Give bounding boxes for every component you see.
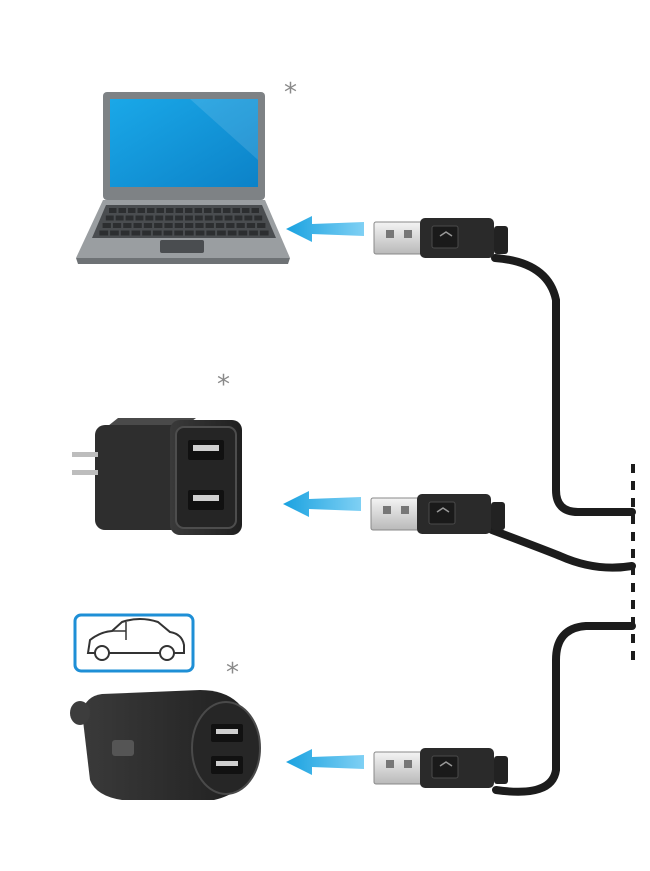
keyboard-key xyxy=(194,215,203,221)
keyboard-key xyxy=(236,223,245,228)
keyboard-key xyxy=(195,223,204,228)
keyboard-key xyxy=(195,230,205,236)
arrow-to-car-charger xyxy=(286,749,364,775)
arrow-to-laptop xyxy=(286,216,364,242)
keyboard-key xyxy=(185,215,193,221)
keyboard-key xyxy=(133,223,142,228)
car-charger-icon xyxy=(70,690,261,800)
keyboard-key xyxy=(223,208,231,213)
keyboard-key xyxy=(118,208,126,213)
keyboard-key xyxy=(175,208,183,213)
keyboard-key xyxy=(227,230,237,236)
keyboard-key xyxy=(102,223,111,228)
keyboard-key xyxy=(165,215,174,221)
keyboard-key xyxy=(206,230,216,236)
keyboard-key xyxy=(123,223,132,228)
keyboard-key xyxy=(109,208,117,213)
usb-plug-car xyxy=(373,748,508,788)
keyboard-key xyxy=(125,215,134,221)
keyboard-key xyxy=(174,223,183,228)
keyboard-key xyxy=(246,223,256,228)
keyboard-key xyxy=(249,230,258,236)
usb-plug-wall xyxy=(370,494,505,534)
footnote-asterisk-laptop: * xyxy=(284,78,297,108)
usb-cables xyxy=(488,254,636,796)
keyboard-key xyxy=(175,215,183,221)
keyboard-key xyxy=(115,215,124,221)
usb-plug-laptop xyxy=(373,218,508,258)
keyboard-key xyxy=(145,215,154,221)
keyboard-key xyxy=(244,215,253,221)
keyboard-key xyxy=(154,223,163,228)
keyboard-key xyxy=(142,230,151,236)
footnote-asterisk-wall: * xyxy=(217,370,230,400)
keyboard-key xyxy=(205,223,214,228)
keyboard-key xyxy=(174,230,183,236)
keyboard-key xyxy=(128,208,136,213)
keyboard-key xyxy=(238,230,248,236)
keyboard-key xyxy=(232,208,240,213)
keyboard-key xyxy=(215,223,225,228)
keyboard-key xyxy=(99,230,109,236)
keyboard-key xyxy=(234,215,243,221)
wall-adapter-icon xyxy=(72,418,242,535)
keyboard-key xyxy=(120,230,130,236)
arrow-to-wall-adapter xyxy=(283,491,361,517)
car-icon xyxy=(73,613,195,673)
keyboard-key xyxy=(254,215,263,221)
keyboard-key xyxy=(185,230,194,236)
keyboard-key xyxy=(257,223,266,228)
laptop-icon xyxy=(76,92,290,264)
keyboard-key xyxy=(135,215,144,221)
keyboard-key xyxy=(185,208,193,213)
keyboard-key xyxy=(204,208,212,213)
keyboard-key xyxy=(214,215,223,221)
keyboard-key xyxy=(194,208,202,213)
keyboard-key xyxy=(152,230,162,236)
keyboard-key xyxy=(110,230,119,236)
keyboard-key xyxy=(166,208,174,213)
keyboard-key xyxy=(163,230,173,236)
keyboard-key xyxy=(131,230,141,236)
keyboard-key xyxy=(137,208,145,213)
keyboard-key xyxy=(155,215,164,221)
keyboard-key xyxy=(259,230,269,236)
keyboard-key xyxy=(112,223,122,228)
keyboard-key xyxy=(143,223,153,228)
keyboard-key xyxy=(224,215,233,221)
keyboard-key xyxy=(242,208,250,213)
keyboard-key xyxy=(147,208,155,213)
keyboard-key xyxy=(185,223,194,228)
keyboard-key xyxy=(164,223,173,228)
keyboard-key xyxy=(226,223,235,228)
keyboard-key xyxy=(213,208,221,213)
keyboard-key xyxy=(251,208,259,213)
keyboard-key xyxy=(204,215,213,221)
keyboard-key xyxy=(105,215,114,221)
keyboard-key xyxy=(217,230,226,236)
keyboard-key xyxy=(156,208,164,213)
footnote-asterisk-car: * xyxy=(226,658,239,688)
